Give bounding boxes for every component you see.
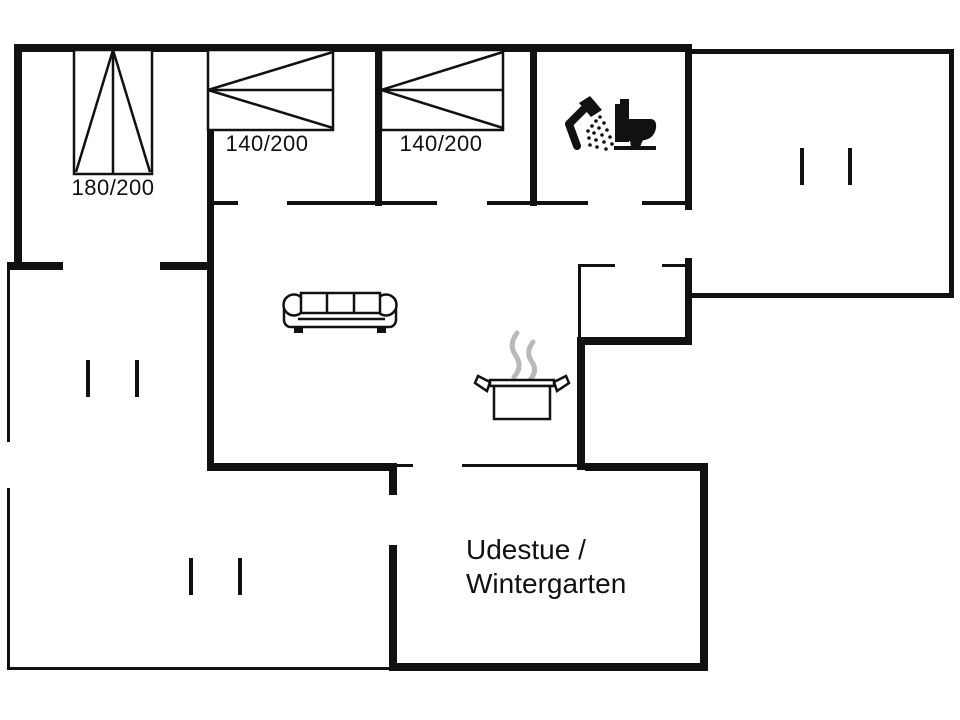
- wall-segment: [160, 262, 214, 270]
- wall-segment: [537, 201, 588, 205]
- wall-segment: [662, 264, 685, 267]
- room-label-line1: Udestue /: [466, 534, 586, 565]
- wall-segment: [7, 488, 10, 668]
- wall-segment: [577, 337, 692, 345]
- wall-segment: [389, 545, 397, 671]
- wall-segment: [14, 44, 22, 270]
- wall-segment: [642, 201, 689, 205]
- cooking-pot-icon: [473, 374, 571, 421]
- wall-segment: [14, 44, 692, 52]
- wall-segment: [207, 463, 397, 471]
- wall-segment: [530, 44, 537, 206]
- wall-segment: [375, 44, 382, 206]
- wall-segment: [462, 464, 577, 467]
- wall-segment: [949, 49, 954, 298]
- window-mark-icon: [86, 360, 90, 397]
- bed-icon-140x200-a: [206, 48, 335, 132]
- wall-segment: [692, 49, 954, 54]
- wall-segment: [7, 262, 63, 270]
- bed-icon-180x200: [72, 48, 154, 176]
- wall-segment: [287, 201, 379, 205]
- wall-segment: [7, 667, 389, 670]
- wall-segment: [487, 201, 533, 205]
- wall-segment: [685, 44, 692, 210]
- wall-segment: [685, 258, 692, 345]
- wall-segment: [382, 201, 437, 205]
- wall-segment: [700, 463, 708, 671]
- shower-icon: [565, 96, 614, 151]
- window-mark-icon: [848, 148, 852, 185]
- wall-segment: [692, 293, 954, 298]
- wall-segment: [585, 463, 708, 471]
- room-label-line2: Wintergarten: [466, 568, 627, 599]
- sofa-icon: [282, 291, 398, 333]
- bed-size-label-180x200: 180/200: [71, 175, 155, 200]
- wall-segment: [397, 464, 413, 467]
- wall-segment: [389, 463, 397, 495]
- window-mark-icon: [135, 360, 139, 397]
- steam-icon: [509, 330, 538, 383]
- bed-icon-140x200-b: [379, 48, 505, 132]
- toilet-icon: [614, 99, 657, 150]
- wall-segment: [7, 268, 10, 442]
- wall-segment: [577, 345, 585, 470]
- bed-size-label-140x200-b: 140/200: [399, 131, 483, 156]
- wall-segment: [389, 663, 708, 671]
- window-mark-icon: [189, 558, 193, 595]
- room-label-udestue-wintergarten: Udestue / Wintergarten: [466, 533, 626, 601]
- bed-size-label-140x200-a: 140/200: [225, 131, 309, 156]
- walls: [7, 44, 954, 671]
- window-mark-icon: [800, 148, 804, 185]
- wall-segment: [578, 264, 581, 340]
- wall-segment: [207, 44, 214, 470]
- window-mark-icon: [238, 558, 242, 595]
- wall-segment: [578, 264, 615, 267]
- wall-segment: [214, 201, 238, 205]
- window-marks: [86, 148, 852, 595]
